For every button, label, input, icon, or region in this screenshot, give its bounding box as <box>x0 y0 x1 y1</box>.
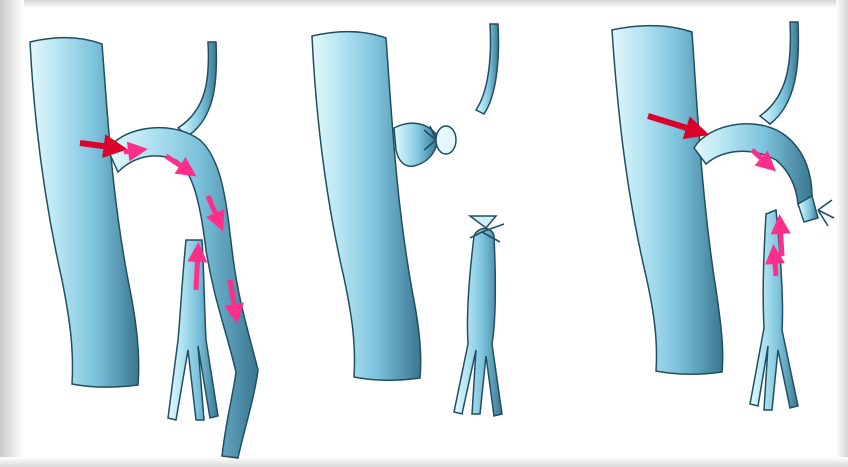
large-vein <box>612 26 723 374</box>
flow-arrow <box>774 252 776 276</box>
small-upper-vessel <box>178 42 216 136</box>
small-upper-vessel <box>476 24 498 114</box>
panel-ligation <box>312 24 504 416</box>
large-vein <box>30 38 139 387</box>
ligature-top-knot <box>470 216 496 228</box>
stump-opening <box>436 126 456 154</box>
flow-arrow <box>780 222 782 256</box>
ligature-knot-icon <box>818 200 834 226</box>
panel-after-ligation <box>612 22 834 410</box>
small-upper-vessel <box>760 22 798 124</box>
flow-arrow <box>196 250 198 290</box>
panel-before-ligation <box>30 38 258 458</box>
lower-branch-vessel <box>750 210 798 410</box>
arch-vessel <box>694 124 812 204</box>
large-vein <box>312 32 421 380</box>
lower-isolated-vessel <box>454 229 502 417</box>
flow-arrow <box>124 150 140 152</box>
